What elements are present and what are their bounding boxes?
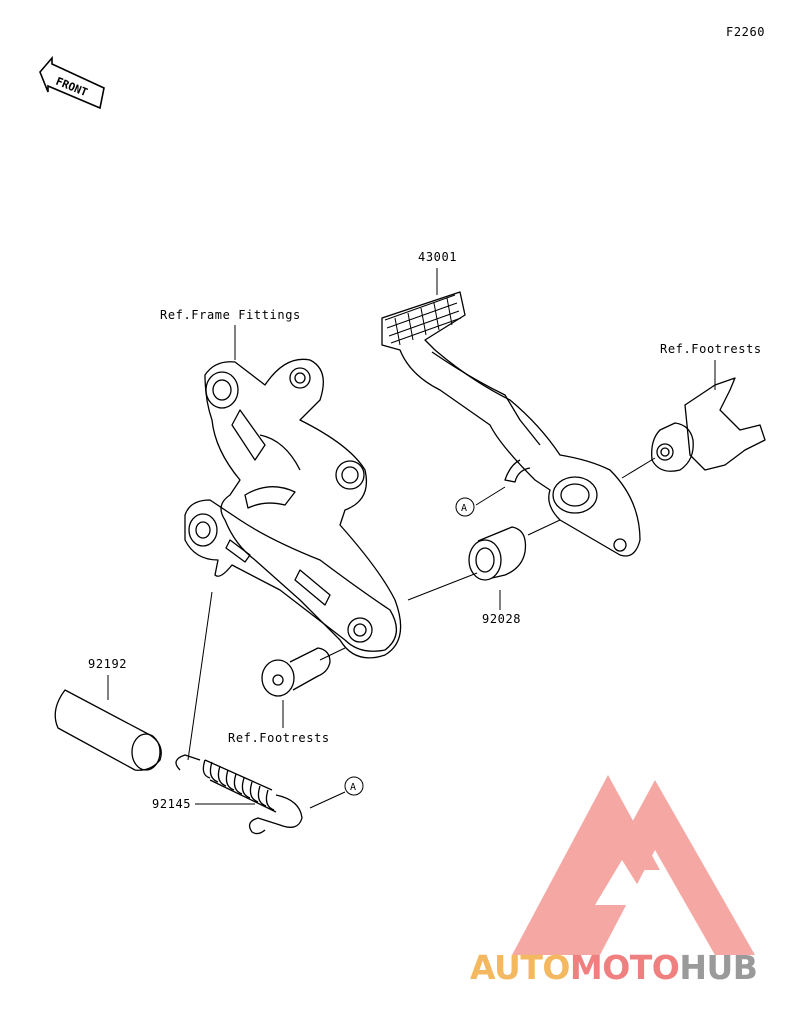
leader-lines — [107, 268, 716, 809]
label-ref-frame-fittings: Ref.Frame Fittings — [160, 308, 301, 322]
label-ref-footrests-lower: Ref.Footrests — [228, 731, 330, 745]
brake-arm — [184, 499, 397, 652]
label-92145: 92145 — [152, 797, 192, 811]
callout-a-lower-circle — [344, 776, 364, 796]
collar — [54, 689, 162, 771]
watermark-moto: MOTO — [569, 948, 680, 987]
brake-pedal — [381, 291, 641, 557]
label-92192: 92192 — [88, 657, 128, 671]
pedal-tread — [384, 294, 462, 346]
diagram-code: F2260 — [726, 25, 766, 39]
watermark-text: AUTOMOTOHUB — [470, 948, 758, 987]
watermark-hub: HUB — [679, 948, 758, 987]
frame-bracket — [204, 358, 402, 659]
footrest-bracket — [651, 377, 766, 472]
return-spring — [175, 754, 303, 835]
bolt — [261, 647, 331, 697]
label-ref-footrests-upper: Ref.Footrests — [660, 342, 762, 356]
callout-a-lower: A — [350, 782, 356, 793]
callout-a-upper-circle — [455, 497, 475, 517]
label-43001: 43001 — [418, 250, 458, 264]
front-arrow-icon — [39, 55, 105, 110]
bushing — [468, 526, 527, 581]
watermark-auto: AUTO — [470, 948, 570, 987]
callout-a-upper: A — [461, 503, 467, 514]
watermark-logo — [512, 775, 755, 955]
label-92028: 92028 — [482, 612, 522, 626]
